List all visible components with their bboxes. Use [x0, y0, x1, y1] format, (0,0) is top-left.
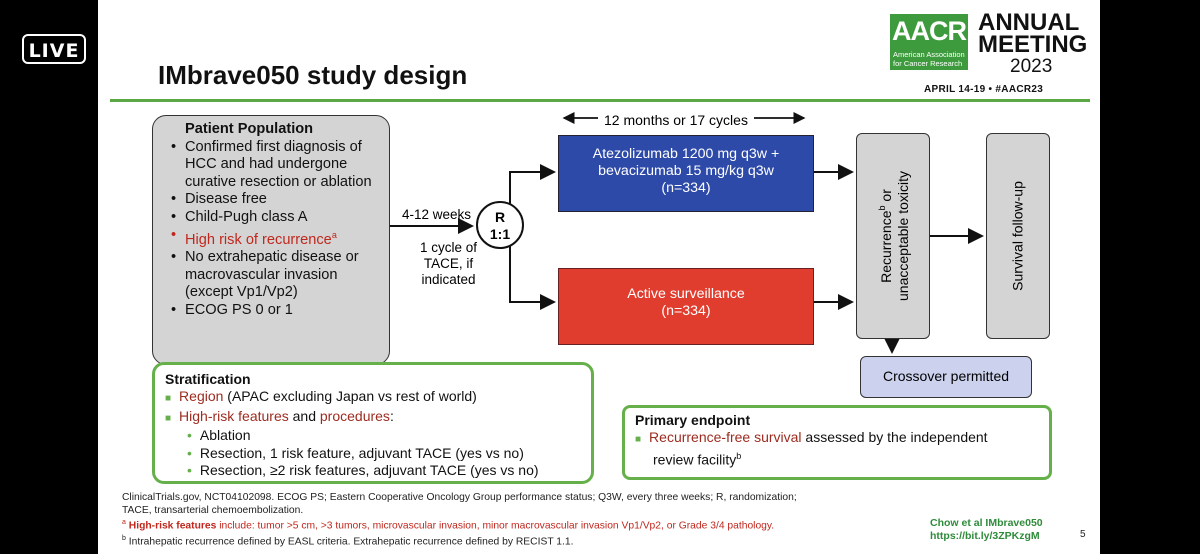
citation-line: Chow et al IMbrave050 [930, 517, 1043, 529]
meeting-dates: APRIL 14-19 • #AACR23 [924, 84, 1044, 95]
square-bullet-icon: ■ [165, 393, 172, 405]
sub-item-text: Ablation [199, 427, 251, 444]
arm1-n: (n=334) [661, 180, 711, 196]
strat-highrisk-row: ■ High-risk features and procedures: [165, 408, 581, 427]
randomization-node: R 1:1 [476, 201, 524, 249]
slide: AACR American Association for Cancer Res… [98, 0, 1100, 554]
survival-text: Survival follow-up [1009, 181, 1026, 291]
footnote-marker: b [736, 451, 742, 461]
sub-item-text: Resection, ≥2 risk features, adjuvant TA… [199, 462, 539, 479]
footnote-a-label: High-risk features [128, 520, 217, 532]
footnote-marker: b [877, 205, 888, 211]
population-item: ECOG PS 0 or 1 [171, 302, 383, 320]
arm-atezolizumab-bevacizumab: Atezolizumab 1200 mg q3w + bevacizumab 1… [558, 135, 814, 212]
survival-followup-box: Survival follow-up [986, 133, 1050, 339]
dot-bullet-icon: • [187, 427, 192, 444]
colon-text: : [389, 407, 394, 424]
citation: Chow et al IMbrave050 https://bit.ly/3ZP… [930, 517, 1043, 543]
population-heading: Patient Population [185, 121, 314, 137]
page-number: 5 [1080, 529, 1086, 540]
recurrence-or: or [877, 189, 894, 206]
high-risk-text: High risk of recurrence [185, 231, 332, 248]
aacr-logo: AACR American Association for Cancer Res… [890, 14, 968, 70]
square-bullet-icon: ■ [635, 434, 642, 445]
screening-window-label: 4-12 weeks [402, 207, 472, 222]
treatment-duration-label: 12 months or 17 cycles [598, 112, 754, 128]
primary-endpoint-row: ■ Recurrence-free survival assessed by th… [635, 429, 1039, 448]
logo-org-line1: American Association [893, 50, 965, 59]
primary-endpoint-row2: review facilityb [635, 448, 1039, 469]
tace-line: indicated [421, 272, 476, 287]
arm-active-surveillance: Active surveillance (n=334) [558, 268, 814, 345]
annual-meeting-label: ANNUAL MEETING [978, 9, 1088, 58]
live-badge: LIVE [22, 34, 86, 64]
dot-bullet-icon: • [187, 444, 192, 461]
strat-sub-item: • Resection, 1 risk feature, adjuvant TAC… [165, 445, 581, 462]
title-divider [110, 99, 1090, 102]
logo-org-name: American Association for Cancer Research [893, 50, 965, 68]
footnote-line: TACE, transarterial chemoembolization. [122, 504, 304, 516]
population-item: Confirmed first diagnosis of HCC and had… [171, 139, 383, 192]
slide-title: IMbrave050 study design [158, 60, 468, 90]
arrow-to-arm1 [509, 164, 556, 205]
region-detail: (APAC excluding Japan vs rest of world) [223, 388, 477, 405]
footnote-b: b Intrahepatic recurrence defined by EAS… [122, 533, 902, 549]
population-item: Disease free [171, 191, 383, 209]
footnote-marker: a [122, 519, 126, 527]
tace-line: TACE, if [423, 256, 474, 271]
population-list: Confirmed first diagnosis of HCC and had… [171, 139, 383, 320]
population-item: Child-Pugh class A [171, 209, 383, 227]
rfs-detail: assessed by the independent [801, 429, 988, 445]
patient-population-box: Patient Population Confirmed first diagn… [152, 115, 390, 365]
arm2-n: (n=334) [661, 303, 711, 319]
arm1-line: bevacizumab 15 mg/kg q3w [598, 163, 774, 179]
tace-note: 1 cycle of TACE, if indicated [420, 240, 477, 288]
recurrence-text: Recurrenceb or unacceptable toxicity [874, 171, 912, 301]
primary-endpoint-box: Primary endpoint ■ Recurrence-free surviv… [622, 405, 1052, 480]
recurrence-toxicity-box: Recurrenceb or unacceptable toxicity [856, 133, 930, 339]
stratification-heading: Stratification [165, 371, 251, 387]
rand-label: R [494, 209, 506, 225]
rand-ratio: 1:1 [489, 226, 511, 242]
recurrence-word: Recurrence [877, 210, 894, 283]
logo-text: AACR [892, 16, 967, 46]
footnotes: ClinicalTrials.gov, NCT04102098. ECOG PS… [122, 492, 902, 549]
population-item-high-risk: High risk of recurrencea [171, 227, 383, 249]
rfs-detail2: review facility [653, 451, 737, 468]
strat-region-row: ■ Region (APAC excluding Japan vs rest of… [165, 388, 581, 407]
primary-endpoint-heading: Primary endpoint [635, 412, 751, 428]
meeting-word: MEETING [978, 31, 1088, 58]
strat-sub-item: • Ablation [165, 427, 581, 444]
region-label: Region [179, 388, 224, 405]
footnote-line: ClinicalTrials.gov, NCT04102098. ECOG PS… [122, 492, 797, 503]
footnote-b-text: Intrahepatic recurrence defined by EASL … [125, 536, 574, 548]
stratification-box: Stratification ■ Region (APAC excluding J… [152, 362, 594, 484]
annual-word: ANNUAL [978, 9, 1080, 36]
and-text: and [288, 407, 320, 424]
meeting-year: 2023 [1010, 56, 1053, 77]
tace-line: 1 cycle of [420, 240, 478, 255]
strat-sub-item: • Resection, ≥2 risk features, adjuvant T… [165, 462, 581, 479]
high-risk-label: High-risk features [179, 407, 289, 424]
procedures-label: procedures [319, 407, 390, 424]
square-bullet-icon: ■ [165, 412, 172, 424]
citation-link[interactable]: https://bit.ly/3ZPKzgM [930, 530, 1040, 542]
toxicity-text: unacceptable toxicity [894, 171, 911, 301]
footnote-a-text: include: tumor >5 cm, >3 tumors, microva… [216, 520, 775, 532]
arrow-to-arm2 [509, 246, 556, 310]
footnote-marker: b [122, 535, 126, 543]
footnote-marker: a [331, 229, 337, 240]
logo-org-line2: for Cancer Research [893, 59, 963, 68]
footnote-a: a High-risk features include: tumor >5 c… [122, 517, 902, 533]
crossover-box: Crossover permitted [860, 356, 1032, 398]
dot-bullet-icon: • [187, 462, 192, 479]
arm2-line: Active surveillance [627, 286, 745, 302]
rfs-label: Recurrence-free survival [649, 429, 802, 445]
population-item: No extrahepatic disease or macrovascular… [171, 249, 383, 302]
sub-item-text: Resection, 1 risk feature, adjuvant TACE… [199, 444, 524, 461]
arm1-line: Atezolizumab 1200 mg q3w + [592, 146, 780, 162]
